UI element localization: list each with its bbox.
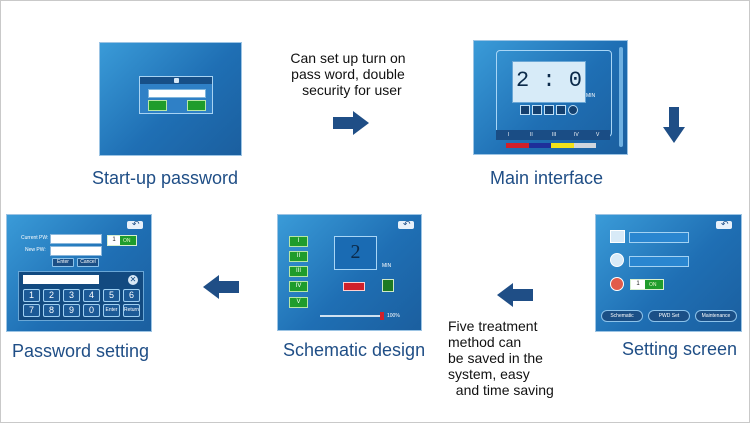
password-input[interactable] — [148, 89, 206, 98]
main-interface-caption: Main interface — [490, 168, 604, 188]
key-7[interactable]: 7 — [23, 304, 40, 317]
timer-unit: MIN — [586, 93, 596, 99]
progress-handle[interactable] — [380, 312, 384, 320]
password-setting-screenshot: ↶ Current PW: New PW: 1 ON Enter Cancel … — [6, 214, 152, 332]
pw-toggle-value: 1 — [108, 236, 120, 245]
schematic-display: 2 — [334, 236, 377, 270]
color-red — [506, 143, 529, 148]
back-arrow-icon: ↶ — [721, 219, 729, 229]
key-3[interactable]: 3 — [63, 289, 80, 302]
schematic-level-3[interactable]: III — [289, 266, 308, 277]
main-interface-screenshot: 2 : 0 MIN I II III IV V — [473, 40, 628, 155]
key-0[interactable]: 0 — [83, 304, 100, 317]
left-arrow-icon — [497, 283, 533, 307]
pause-icon[interactable] — [532, 105, 542, 115]
schematic-unit: MIN — [382, 263, 392, 269]
schematic-level-4[interactable]: IV — [289, 281, 308, 292]
schematic-button[interactable]: Schematic — [601, 310, 643, 322]
schematic-level-1[interactable]: I — [289, 236, 308, 247]
pw-cancel-button[interactable]: Cancel — [77, 258, 99, 267]
time-setting-field[interactable] — [629, 256, 689, 267]
new-pw-input[interactable] — [50, 246, 102, 256]
timer-value: 2 : 0 — [515, 68, 582, 93]
key-6[interactable]: 6 — [123, 289, 140, 302]
password-note: Can set up turn on pass word, double sec… — [290, 50, 406, 98]
current-pw-label: Current PW: — [21, 235, 49, 241]
pwd-set-button[interactable]: PWD Set — [648, 310, 690, 322]
schematic-level-2[interactable]: II — [289, 251, 308, 262]
clock-icon — [610, 253, 624, 267]
sound-toggle-on: ON — [649, 282, 657, 288]
keypad-display[interactable] — [23, 275, 99, 284]
clear-icon[interactable]: ✕ — [128, 275, 138, 285]
reset-icon[interactable] — [556, 105, 566, 115]
display-setting-icon — [610, 230, 625, 243]
key-enter[interactable]: Enter — [103, 304, 120, 317]
progress-track[interactable] — [320, 312, 384, 320]
key-return[interactable]: Return — [123, 304, 140, 317]
scrollbar[interactable] — [619, 47, 623, 147]
login-dialog — [139, 76, 213, 114]
sound-toggle-value: 1 — [631, 280, 645, 289]
key-2[interactable]: 2 — [43, 289, 60, 302]
red-indicator — [343, 282, 365, 291]
color-gray — [573, 143, 596, 148]
level-2[interactable]: II — [530, 132, 533, 138]
level-bar: I II III IV V — [496, 130, 610, 140]
new-pw-label: New PW: — [25, 247, 46, 253]
color-strip — [506, 143, 596, 148]
key-8[interactable]: 8 — [43, 304, 60, 317]
keypad: ✕ 1 2 3 4 5 6 7 8 9 0 Enter Return — [18, 271, 144, 321]
setting-screen-caption: Setting screen — [622, 339, 738, 359]
setting-screen-screenshot: ↶ 1 ON Schematic PWD Set Maintenance — [595, 214, 742, 332]
sound-icon — [610, 277, 624, 291]
pw-enter-button[interactable]: Enter — [52, 258, 74, 267]
schematic-design-screenshot: ↶ I II III IV V 2 MIN 100% — [277, 214, 422, 331]
stop-icon[interactable] — [544, 105, 554, 115]
right-arrow-icon — [333, 111, 369, 135]
back-arrow-icon: ↶ — [403, 219, 411, 229]
key-9[interactable]: 9 — [63, 304, 80, 317]
maintenance-button[interactable]: Maintenance — [695, 310, 737, 322]
login-cancel-button[interactable] — [187, 100, 206, 111]
startup-password-caption: Start-up password — [92, 168, 239, 188]
back-button[interactable]: ↶ — [127, 219, 143, 229]
treatment-note: Five treatment method can be saved in th… — [448, 318, 554, 398]
key-1[interactable]: 1 — [23, 289, 40, 302]
schematic-value: 2 — [350, 241, 361, 263]
schematic-design-caption: Schematic design — [283, 340, 426, 360]
back-arrow-icon: ↶ — [132, 219, 140, 229]
pw-toggle-on: ON — [123, 238, 131, 244]
settings-icon[interactable] — [568, 105, 578, 115]
color-blue — [528, 143, 551, 148]
level-1[interactable]: I — [508, 132, 510, 138]
key-5[interactable]: 5 — [103, 289, 120, 302]
login-ok-button[interactable] — [148, 100, 167, 111]
left-arrow-icon — [203, 275, 239, 299]
level-3[interactable]: III — [552, 132, 557, 138]
current-pw-input[interactable] — [50, 234, 102, 244]
sound-toggle[interactable]: 1 ON — [630, 279, 664, 290]
control-icons — [520, 105, 580, 115]
back-button[interactable]: ↶ — [398, 219, 414, 229]
down-arrow-icon — [663, 107, 685, 143]
password-setting-caption: Password setting — [12, 341, 150, 361]
back-button[interactable]: ↶ — [716, 219, 732, 229]
display-setting-field[interactable] — [629, 232, 689, 243]
lock-icon — [174, 78, 179, 83]
startup-password-screenshot — [99, 42, 242, 156]
progress-percent: 100% — [387, 313, 400, 319]
key-4[interactable]: 4 — [83, 289, 100, 302]
color-yellow — [551, 143, 574, 148]
pw-toggle[interactable]: 1 ON — [107, 235, 137, 246]
level-4[interactable]: IV — [574, 132, 579, 138]
schematic-level-5[interactable]: V — [289, 297, 308, 308]
save-icon[interactable] — [382, 279, 394, 292]
play-icon[interactable] — [520, 105, 530, 115]
timer-display: 2 : 0 — [512, 61, 586, 103]
level-5[interactable]: V — [596, 132, 600, 138]
